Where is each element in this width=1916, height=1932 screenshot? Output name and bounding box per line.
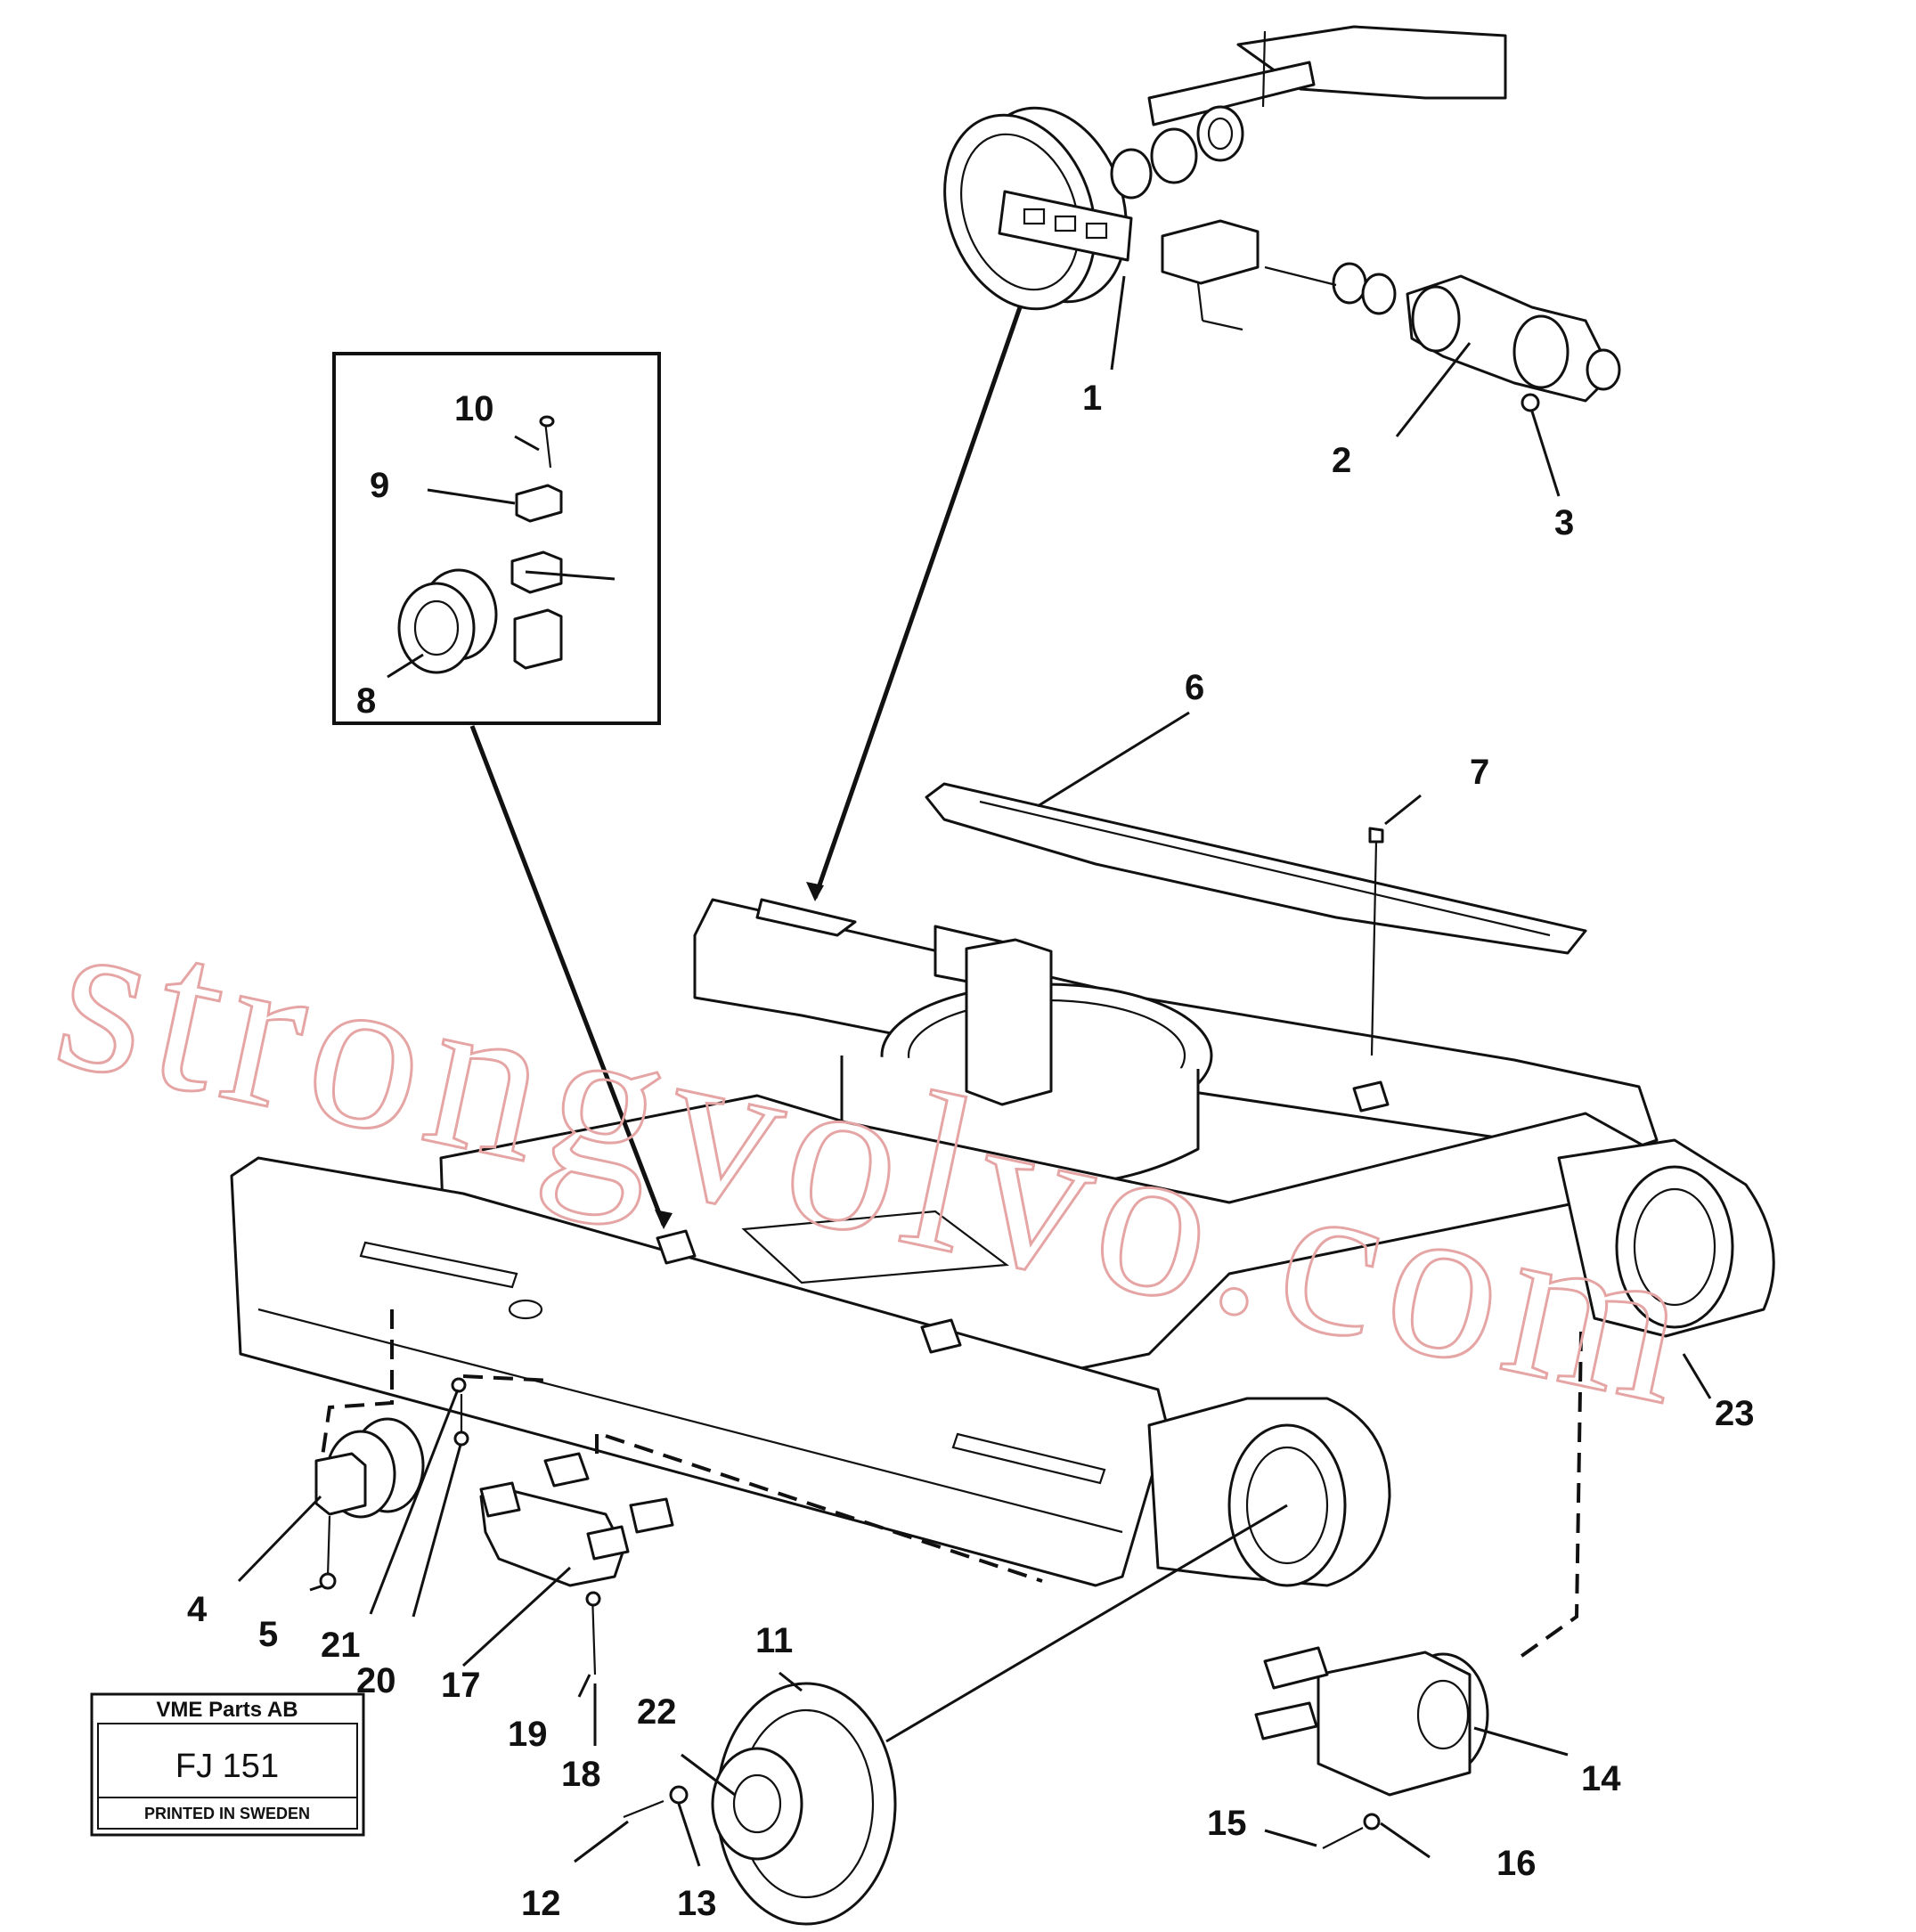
callout-leaders [237, 275, 1712, 1867]
callout-2: 2 [1332, 441, 1351, 480]
stamp-code: FJ 151 [175, 1748, 279, 1785]
undercarriage-frame [230, 898, 1775, 1587]
callout-11: 11 [755, 1621, 793, 1660]
small-fasteners [451, 1377, 469, 1447]
callout-13: 13 [677, 1884, 717, 1923]
callout-3: 3 [1554, 503, 1574, 542]
callout-6: 6 [1185, 668, 1204, 707]
callout-1: 1 [1082, 379, 1102, 418]
callout-23: 23 [1715, 1394, 1755, 1433]
travel-motor [1254, 1646, 1489, 1849]
carrier-roller [314, 1417, 425, 1590]
inset-box [332, 352, 661, 725]
parts-stamp: VME Parts AB FJ 151 PRINTED IN SWEDEN [90, 1692, 365, 1837]
track-guard [925, 782, 1587, 1056]
callout-19: 19 [508, 1715, 548, 1754]
callout-22: 22 [637, 1692, 677, 1732]
assembly-lines [321, 306, 1583, 1743]
callout-17: 17 [441, 1666, 481, 1705]
stamp-company: VME Parts AB [156, 1698, 298, 1722]
callout-21: 21 [321, 1626, 361, 1665]
callout-numbers: 1 2 3 4 5 6 7 8 9 10 11 12 13 14 15 16 1… [187, 379, 1755, 1923]
callout-10: 10 [454, 389, 494, 428]
idler-shaft-and-seals [1110, 25, 1507, 331]
guard-bracket [479, 1452, 674, 1675]
callout-5: 5 [258, 1615, 278, 1654]
callout-8: 8 [356, 681, 376, 721]
stamp-printed: PRINTED IN SWEDEN [144, 1805, 310, 1822]
callout-14: 14 [1581, 1759, 1621, 1798]
callout-15: 15 [1207, 1804, 1247, 1843]
callout-7: 7 [1470, 753, 1489, 792]
callout-12: 12 [521, 1884, 561, 1923]
callout-18: 18 [561, 1755, 601, 1794]
drive-sprocket [623, 1682, 897, 1926]
callout-4: 4 [187, 1590, 208, 1629]
idler-wheel [943, 106, 1133, 311]
callout-9: 9 [370, 466, 389, 505]
track-adjuster-cylinder [1264, 262, 1621, 412]
callout-16: 16 [1496, 1844, 1537, 1883]
